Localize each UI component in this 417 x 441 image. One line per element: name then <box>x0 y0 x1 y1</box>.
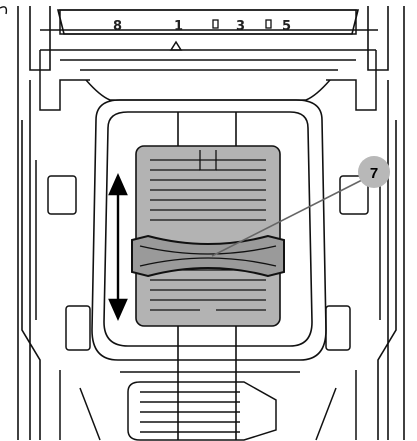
height-mark-8: 8 <box>113 19 122 34</box>
callout-bubble <box>358 156 390 188</box>
callout-number: 7 <box>370 165 378 182</box>
height-adjust-handle[interactable] <box>131 234 285 278</box>
callout-7: 7 <box>211 156 390 257</box>
triangle-pointer-icon <box>169 40 183 51</box>
lower-grip <box>59 370 357 441</box>
height-mark-1: 1 <box>174 19 183 34</box>
upper-frame <box>39 49 377 111</box>
height-mark-5: 5 <box>282 19 291 34</box>
height-tick-mark-2 <box>265 19 272 29</box>
height-scale: 8 1 3 5 <box>59 9 357 51</box>
height-mark-3: 3 <box>236 19 245 34</box>
height-scale-strip <box>59 9 357 35</box>
corner-mark <box>0 6 8 15</box>
callout-leader-line <box>211 179 363 257</box>
double-arrow-icon <box>108 173 128 321</box>
height-adjust-panel <box>135 145 281 327</box>
height-tick-mark <box>212 19 219 29</box>
